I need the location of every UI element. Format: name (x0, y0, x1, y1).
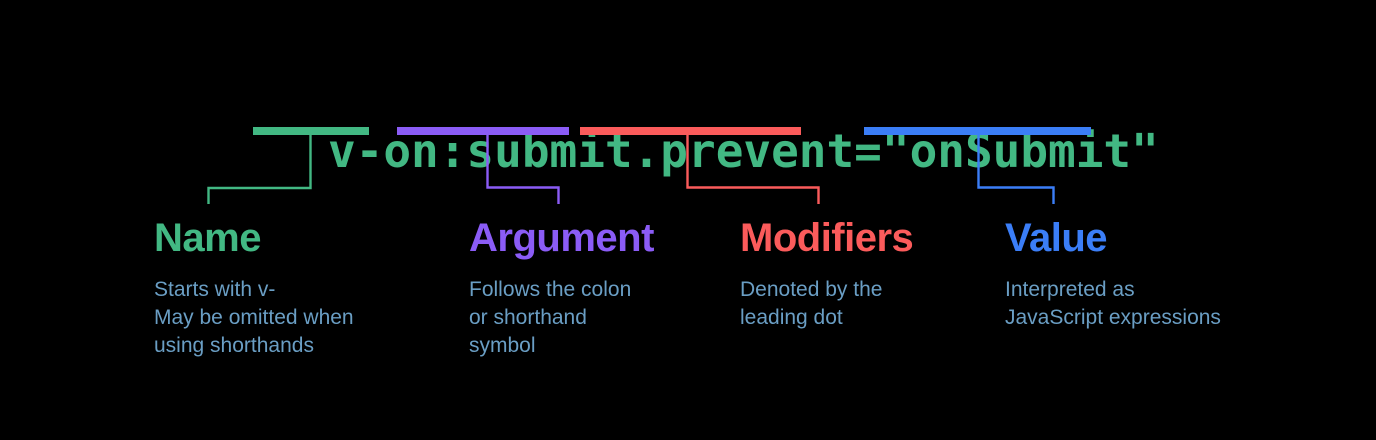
legend-column-modifiers: Modifiers Denoted by the leading dot (740, 216, 990, 332)
legend-description-value: Interpreted as JavaScript expressions (1005, 278, 1221, 329)
code-expression: v-on:submit.prevent="onSubmit" (0, 64, 1376, 238)
code-segment-equals: = (854, 124, 882, 178)
code-segment-value: "onSubmit" (881, 124, 1159, 178)
legend-title-name: Name (154, 216, 261, 260)
legend-description-modifiers: Denoted by the leading dot (740, 278, 883, 329)
legend-title-value: Value (1005, 216, 1108, 260)
code-segment-name: v-on (327, 124, 439, 178)
legend-title-modifiers: Modifiers (740, 216, 914, 260)
legend-description-name: Starts with v- May be omitted when using… (154, 278, 354, 357)
legend-description-argument: Follows the colon or shorthand symbol (469, 278, 632, 357)
legend-column-name: Name Starts with v- May be omitted when … (154, 216, 454, 360)
legend-title-argument: Argument (469, 216, 654, 260)
legend-column-argument: Argument Follows the colon or shorthand … (469, 216, 719, 360)
code-segment-argument: :submit (438, 124, 633, 178)
legend-column-value: Value Interpreted as JavaScript expressi… (1005, 216, 1325, 332)
code-segment-modifiers: .prevent (632, 124, 855, 178)
